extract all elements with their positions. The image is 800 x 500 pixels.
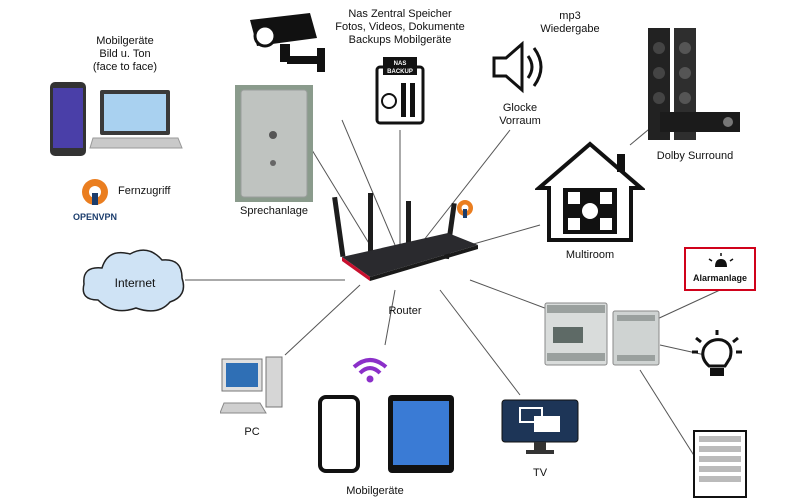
nas-line2: Fotos, Videos, Dokumente xyxy=(335,21,465,33)
mobile-av-line2: Bild u. Ton xyxy=(99,48,151,60)
nas-label: Nas Zentral Speicher Fotos, Videos, Doku… xyxy=(330,8,470,47)
multiroom-house-icon xyxy=(535,141,645,242)
intercom-label: Sprechanlage xyxy=(240,205,308,217)
link-plc xyxy=(469,279,551,311)
alarm-label: Alarmanlage xyxy=(692,273,748,283)
openvpn-label: Fernzugriff xyxy=(118,185,171,197)
nas-line3: Backups Mobilgeräte xyxy=(348,34,452,46)
mobile-av-label: Mobilgeräte Bild u. Ton (face to face) xyxy=(70,35,180,74)
phone-tablet-icon xyxy=(318,395,454,473)
tv-monitor-icon xyxy=(501,399,579,454)
mp3-line1: mp3 xyxy=(559,10,581,22)
light-bulb-icon xyxy=(692,330,742,376)
mobile-av-line3: (face to face) xyxy=(92,61,158,73)
internet-label: Internet xyxy=(114,276,156,290)
link-tv xyxy=(439,289,521,396)
pc-computer-icon xyxy=(220,356,283,414)
window-blinds-icon xyxy=(693,430,747,498)
mp3-label: mp3 Wiedergabe xyxy=(530,10,610,36)
link-alarm xyxy=(654,289,721,321)
pc-label: PC xyxy=(244,426,260,438)
wifi-icon xyxy=(352,358,388,383)
internet-cloud-icon xyxy=(82,249,185,312)
bell-line1: Glocke xyxy=(502,102,538,114)
mobile-av-line1: Mobilgeräte xyxy=(96,35,154,47)
tv-label: TV xyxy=(532,467,548,479)
bell-label: Glocke Vorraum xyxy=(485,102,555,128)
openvpn-logo-icon: OPENVPN xyxy=(73,179,117,222)
intercom-panel-icon xyxy=(235,85,313,202)
plc-controller-icon xyxy=(544,302,660,366)
phone-laptop-icon xyxy=(50,82,183,156)
nas-line1: Nas Zentral Speicher xyxy=(348,8,452,20)
link-multiroom xyxy=(469,224,541,246)
link-camera xyxy=(341,119,396,246)
dolby-label: Dolby Surround xyxy=(656,150,734,162)
router-label: Router xyxy=(388,305,422,317)
multiroom-label: Multiroom xyxy=(565,249,615,261)
svg-text:NAS: NAS xyxy=(394,61,407,67)
mp3-line2: Wiedergabe xyxy=(540,23,600,35)
dolby-speakers-icon xyxy=(648,28,740,140)
speaker-icon xyxy=(492,40,543,94)
link-pc xyxy=(284,284,361,356)
openvpn-small-icon xyxy=(457,200,473,218)
link-blinds xyxy=(639,369,701,466)
nas-backup-icon: NAS BACKUP xyxy=(375,57,425,125)
alarm-siren-icon xyxy=(708,253,734,267)
svg-text:OPENVPN: OPENVPN xyxy=(73,212,117,222)
link-intercom xyxy=(311,149,371,246)
svg-text:BACKUP: BACKUP xyxy=(387,69,413,75)
link-bell xyxy=(419,129,511,246)
link-mobile xyxy=(384,289,396,346)
bell-line2: Vorraum xyxy=(499,115,541,127)
alarm-panel: Alarmanlage xyxy=(684,247,756,291)
security-camera-icon xyxy=(250,13,325,72)
mobile-label: Mobilgeräte xyxy=(346,485,404,497)
router-icon xyxy=(332,193,478,281)
